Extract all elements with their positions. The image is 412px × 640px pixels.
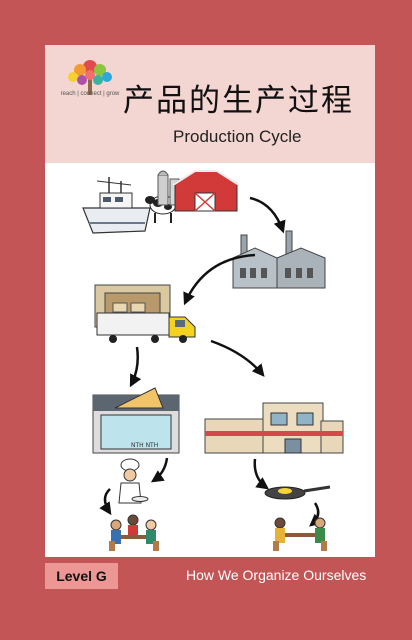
arrow-icon <box>253 458 270 490</box>
arrow-icon <box>309 502 323 527</box>
logo-tagline: reach | connect | grow <box>60 91 120 97</box>
svg-text:NTH NTH: NTH NTH <box>131 442 158 449</box>
fishing-boat-icon <box>82 177 151 234</box>
tree-logo-icon <box>68 60 112 95</box>
arrow-icon <box>129 346 142 388</box>
arrow-icon <box>183 253 256 306</box>
arrow-icon <box>210 339 265 377</box>
cheese-shop-icon: NTH NTH <box>92 387 180 454</box>
level-label: Level G <box>56 568 107 584</box>
family-dinner-icon <box>273 517 327 551</box>
supermarket-icon <box>204 402 344 454</box>
barn-icon <box>157 170 240 212</box>
level-badge: Level G <box>45 563 118 589</box>
truck-icon <box>94 284 196 343</box>
factory-icon <box>232 230 326 289</box>
arrow-icon <box>99 488 112 516</box>
book-cover-page: reach | connect | grow 产品的生产过程 Productio… <box>45 45 375 557</box>
title-english: Production Cycle <box>173 127 302 146</box>
arrow-icon <box>150 457 169 483</box>
series-title: How We Organize Ourselves <box>186 567 367 583</box>
restaurant-diners-icon <box>109 514 159 551</box>
title-chinese: 产品的生产过程 <box>123 83 354 119</box>
production-cycle-illustration: NTH NTH <box>82 170 344 551</box>
cover-header: reach | connect | grow 产品的生产过程 Productio… <box>45 45 375 163</box>
frying-pan-icon <box>264 485 331 500</box>
chef-icon <box>118 458 149 504</box>
arrow-icon <box>249 196 286 234</box>
